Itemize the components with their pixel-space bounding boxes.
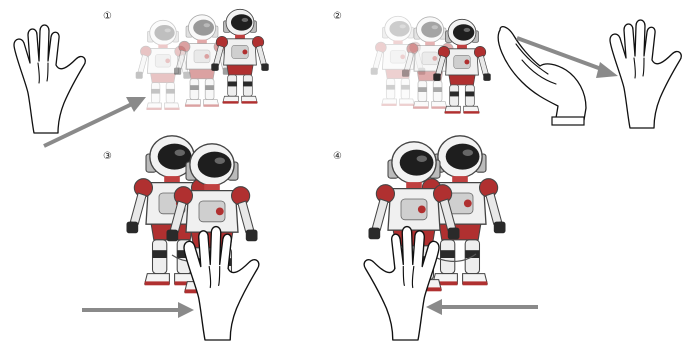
step-1-motion-arrow <box>43 97 146 148</box>
step-4-number: ④ <box>333 151 342 162</box>
step-3-number: ③ <box>103 151 112 162</box>
step-2-number: ② <box>333 11 342 22</box>
step-1: ① <box>13 8 270 148</box>
step-1-hand-icon <box>13 24 86 134</box>
step-2-robots <box>370 15 492 115</box>
step-4: ④ <box>333 135 538 341</box>
robot-afterimage-near <box>173 14 231 108</box>
step-1-robots <box>135 8 270 111</box>
step-4-robots <box>367 135 507 292</box>
step-2-hand-icon <box>609 19 682 129</box>
step-2: ② <box>333 11 682 129</box>
step-3: ③ <box>82 135 260 341</box>
step-2-motion-arrow <box>516 36 618 78</box>
step-3-motion-arrow <box>82 302 194 318</box>
step-2-side-hand-icon <box>497 25 587 126</box>
robot-figure <box>210 8 270 105</box>
step-4-motion-arrow <box>426 299 538 315</box>
step-1-number: ① <box>103 11 112 22</box>
